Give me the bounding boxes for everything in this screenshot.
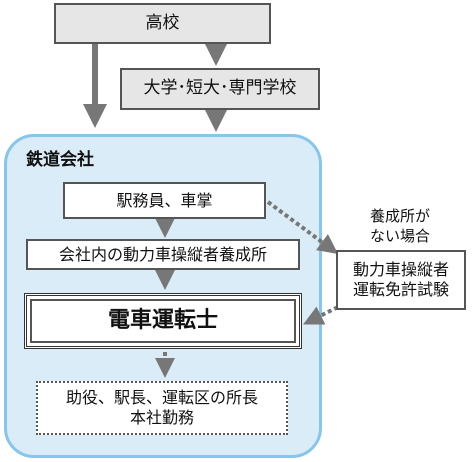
training-school-box: 会社内の動力車操縦者養成所 <box>26 239 300 270</box>
station-staff-label: 駅務員、車掌 <box>116 190 213 210</box>
railway-company-label: 鉄道会社 <box>26 150 94 170</box>
future-career-box: 助役、駅長、運転区の所長 本社勤務 <box>36 381 288 435</box>
university-box: 大学･短大･専門学校 <box>120 68 320 110</box>
future-career-line1: 助役、駅長、運転区の所長 <box>65 388 258 407</box>
train-driver-box: 電車運転士 <box>24 293 302 349</box>
license-exam-box: 動力車操縦者 運転免許試験 <box>336 250 466 310</box>
high-school-label: 高校 <box>145 12 180 33</box>
high-school-box: 高校 <box>54 3 271 44</box>
station-staff-box: 駅務員、車掌 <box>63 182 266 219</box>
no-training-school-note: 養成所が ない場合 <box>340 206 460 247</box>
no-training-school-note-line2: ない場合 <box>369 227 430 246</box>
license-exam-line2: 運転免許試験 <box>352 280 449 299</box>
arrow-staff-to-exam <box>266 200 339 254</box>
no-training-school-note-line1: 養成所が <box>369 207 430 225</box>
university-label: 大学･短大･専門学校 <box>143 78 297 99</box>
license-exam-line1: 動力車操縦者 <box>352 260 449 279</box>
training-school-label: 会社内の動力車操縦者養成所 <box>58 244 267 264</box>
future-career-line2: 本社勤務 <box>129 408 194 427</box>
train-driver-label: 電車運転士 <box>107 308 218 334</box>
arrow-exam-to-driver <box>303 302 345 325</box>
